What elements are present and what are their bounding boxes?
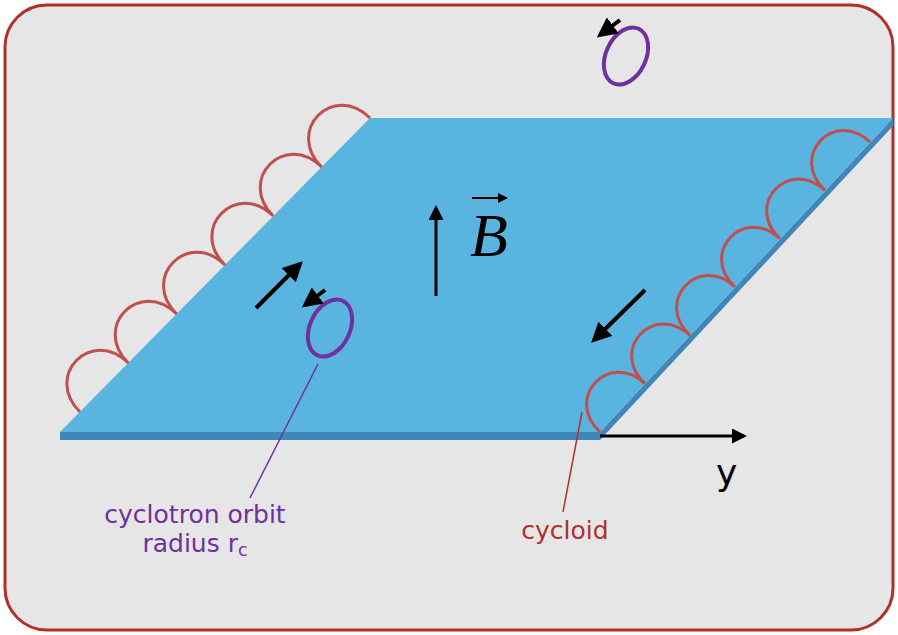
orbit-label: cyclotron orbit radius rc [80, 500, 310, 560]
field-symbol: B [470, 200, 508, 271]
orbit-arrow [600, 20, 620, 35]
axis-label: y [716, 452, 737, 493]
field-arrow [435, 208, 438, 296]
cycloid-path [67, 105, 370, 412]
edge-arrow [594, 290, 645, 340]
slab-front [60, 432, 600, 440]
leader-line [563, 412, 582, 512]
cycloid-label: cycloid [521, 516, 608, 545]
orbit-arrow [305, 290, 325, 305]
edge-arrow [256, 264, 300, 308]
frame [5, 5, 893, 630]
cycloid-path [587, 131, 870, 432]
axis-arrow [600, 435, 744, 438]
vector-arrow [472, 197, 506, 199]
leader-line [250, 364, 318, 498]
slab-top [60, 118, 893, 432]
cyclotron-orbit [595, 20, 657, 91]
cycloid-path [67, 105, 870, 432]
